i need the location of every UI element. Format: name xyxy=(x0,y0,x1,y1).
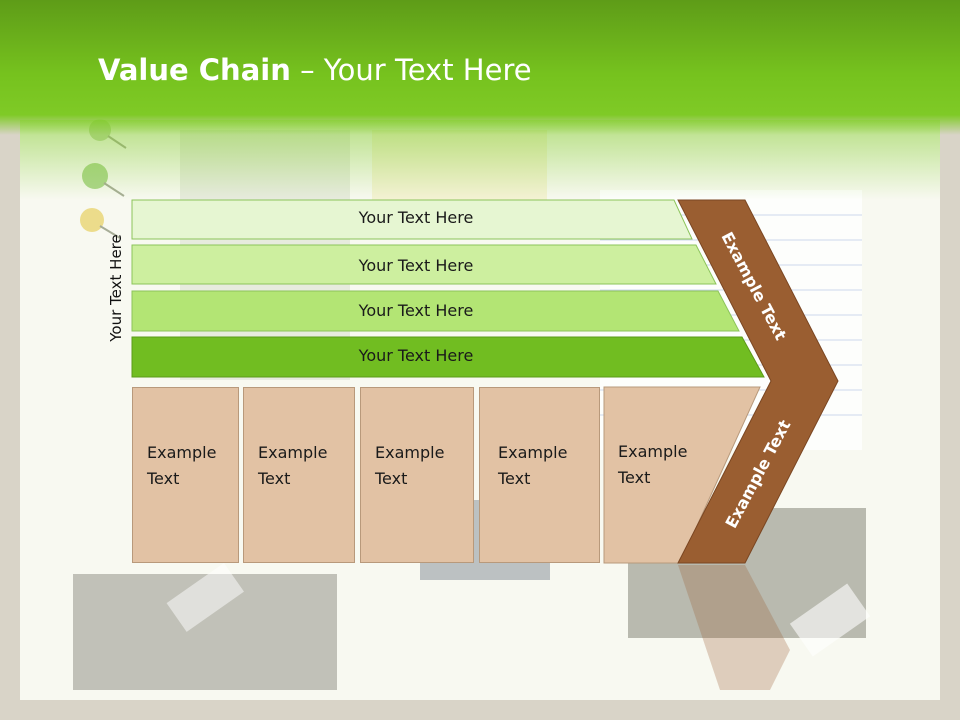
box-5-line2: Text xyxy=(618,468,651,487)
bar-2 xyxy=(131,244,717,285)
header-fade xyxy=(20,120,940,200)
bar-label-4: Your Text Here xyxy=(358,346,474,365)
bar-label-3: Your Text Here xyxy=(358,301,474,320)
box-4-line1: Example xyxy=(498,443,568,462)
box-2-line1: Example xyxy=(258,443,328,462)
title-rest: – Your Text Here xyxy=(290,53,532,87)
header-band xyxy=(0,0,960,135)
box-5-line1: Example xyxy=(618,442,688,461)
box-2-line2: Text xyxy=(258,469,291,488)
box-1-line1: Example xyxy=(147,443,217,462)
box-3-line2: Text xyxy=(375,469,408,488)
box-4-line2: Text xyxy=(498,469,531,488)
bar-3 xyxy=(131,290,740,332)
box-1-line2: Text xyxy=(147,469,180,488)
bar-4 xyxy=(131,336,765,378)
slide-title: Value Chain – Your Text Here xyxy=(98,53,532,87)
chevron xyxy=(677,199,839,564)
bar-1 xyxy=(131,199,693,240)
title-bold: Value Chain xyxy=(98,53,291,87)
bar-label-2: Your Text Here xyxy=(358,256,474,275)
chevron-reflection xyxy=(678,565,790,690)
box-3-line1: Example xyxy=(375,443,445,462)
bar-label-1: Your Text Here xyxy=(358,208,474,227)
